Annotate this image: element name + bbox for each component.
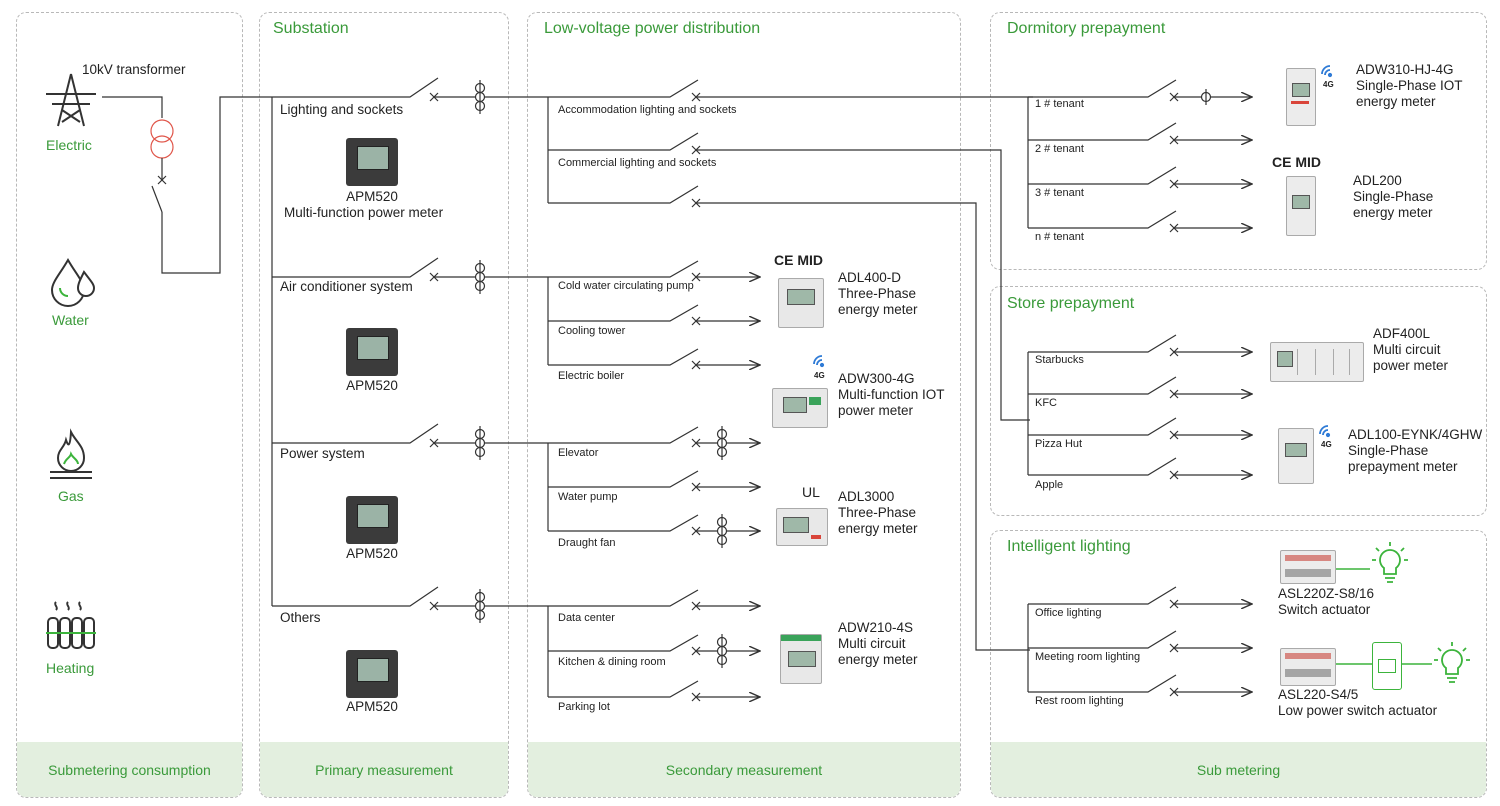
gas-label: Gas [58,488,84,504]
branch-others: Others [280,610,321,625]
apm520-label-2: APM520 [346,378,398,393]
lv-cold-water-pump: Cold water circulating pump [558,280,694,292]
wifi-icon-adl100 [1319,425,1331,438]
water-drop-icon [50,257,96,307]
branch-power-system: Power system [280,446,365,461]
low-voltage-title: Low-voltage power distribution [544,20,761,37]
load-meeting-room-lighting: Meeting room lighting [1035,651,1141,663]
store-apple: Apple [1035,479,1064,491]
lv-commercial: Commercial lighting and sockets [558,157,717,169]
relay-module-icon [1372,642,1402,690]
footer-sub-metering: Sub metering [991,742,1486,797]
light-bulb-icon-1 [1372,542,1408,583]
adf400l-device [1270,342,1364,382]
store-starbucks: Starbucks [1035,354,1084,366]
apm520-desc: Multi-function power meter [284,205,444,220]
badge-4g-adl100: 4G [1321,440,1332,449]
transformer-label: 10kV transformer [82,62,186,77]
ce-mid-badge-adl200: CE MID [1272,154,1322,170]
water-label: Water [52,312,89,328]
badge-4g-adw310: 4G [1323,80,1334,89]
gas-flame-icon [50,428,92,479]
footer-secondary: Secondary measurement [528,742,960,797]
apm520-label-4: APM520 [346,699,398,714]
panel-store [990,286,1487,516]
footer-primary: Primary measurement [260,742,508,797]
apm520-meter-1 [346,138,398,186]
lv-electric-boiler: Electric boiler [558,370,625,382]
adl3000-device [776,508,828,546]
apm520-meter-4 [346,650,398,698]
footer-submetering: Submetering consumption [17,742,242,797]
adw210-device [780,634,822,684]
panel-low-voltage [527,12,961,798]
lv-draught-fan: Draught fan [558,537,616,549]
apm520-meter-2 [346,328,398,376]
lv-elevator: Elevator [558,447,599,459]
ce-mid-badge-adl400: CE MID [774,252,824,268]
panel-sources [16,12,243,798]
lv-cooling-tower: Cooling tower [558,325,626,337]
load-rest-room-lighting: Rest room lighting [1035,695,1124,707]
branch-air-conditioner: Air conditioner system [280,279,413,294]
lv-data-center: Data center [558,612,615,624]
light-bulb-icon-2 [1434,642,1470,683]
adl400-device [778,278,824,328]
adl200-device [1286,176,1316,236]
electric-tower-icon [46,73,96,127]
store-kfc: KFC [1035,397,1057,409]
wifi-icon-adw300 [813,355,825,368]
branch-lighting-sockets: Lighting and sockets [280,102,404,117]
apm520-label-1: APM520 [346,189,398,204]
adw310-device [1286,68,1316,126]
asl220z-device [1280,550,1336,584]
lv-accommodation: Accommodation lighting and sockets [558,104,737,116]
apm520-meter-3 [346,496,398,544]
lv-water-pump: Water pump [558,491,618,503]
store-title: Store prepayment [1007,295,1135,312]
tenant-3: 3 # tenant [1035,187,1084,199]
load-office-lighting: Office lighting [1035,607,1102,619]
substation-title: Substation [273,20,349,37]
asl220-device [1280,648,1336,686]
lv-parking-lot: Parking lot [558,701,610,713]
ul-badge-adl3000: UL [802,484,820,500]
store-pizza-hut: Pizza Hut [1035,438,1083,450]
electric-label: Electric [46,137,92,153]
tenant-2: 2 # tenant [1035,143,1084,155]
apm520-label-3: APM520 [346,546,398,561]
badge-4g-adw300: 4G [814,371,825,380]
heating-label: Heating [46,660,95,676]
panel-dormitory [990,12,1487,270]
heating-radiator-icon [46,601,96,649]
wifi-icon-adw310 [1321,65,1333,78]
lighting-title: Intelligent lighting [1007,538,1131,555]
adl100-device [1278,428,1314,484]
tenant-n: n # tenant [1035,231,1084,243]
dormitory-title: Dormitory prepayment [1007,20,1166,37]
adw300-device [772,388,828,428]
lv-kitchen: Kitchen & dining room [558,656,666,668]
tenant-1: 1 # tenant [1035,98,1084,110]
